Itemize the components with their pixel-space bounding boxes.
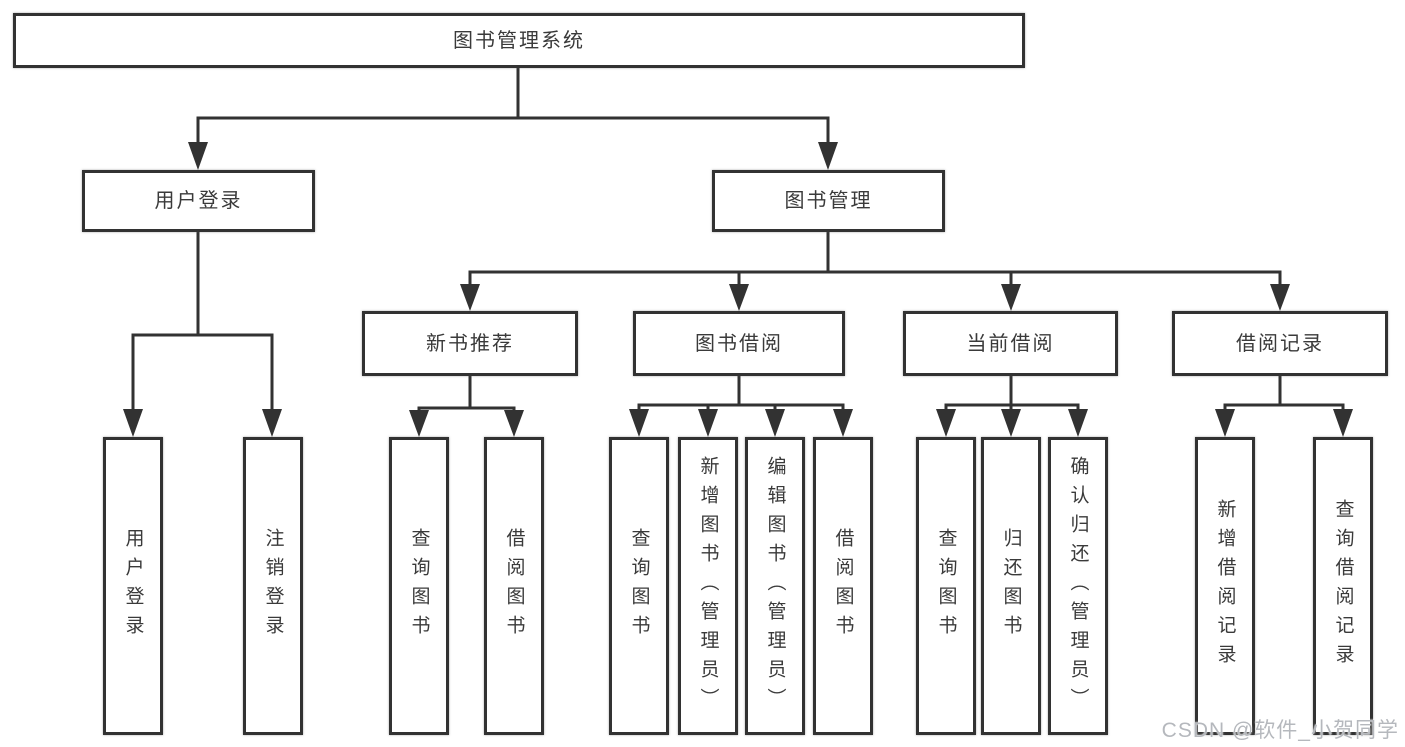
- node-leaf-bb-edit-books-admin: 编辑图书（管理员）: [745, 437, 805, 735]
- edge-current-to-leaves: [944, 376, 1080, 410]
- arrowhead: [729, 284, 749, 311]
- arrowhead: [698, 409, 718, 437]
- node-leaf-cb-query-books: 查询图书: [916, 437, 976, 735]
- node-leaf-bb-query-books: 查询图书: [609, 437, 669, 735]
- arrowhead: [1068, 409, 1088, 437]
- node-label: 借阅图书: [832, 528, 854, 644]
- node-root-system: 图书管理系统: [13, 13, 1025, 68]
- node-label: 借阅记录: [1236, 332, 1324, 355]
- node-current-borrowing: 当前借阅: [903, 311, 1118, 376]
- node-leaf-nbr-query-books: 查询图书: [389, 437, 449, 735]
- node-label: 查询图书: [935, 528, 957, 644]
- arrowhead: [1333, 409, 1353, 437]
- node-leaf-bb-borrow-books: 借阅图书: [813, 437, 873, 735]
- edge-userlogin-to-leaves: [131, 232, 274, 411]
- arrowhead: [765, 409, 785, 437]
- edge-records-to-leaves: [1223, 376, 1345, 410]
- node-leaf-logout: 注销登录: [243, 437, 303, 735]
- node-label: 查询图书: [408, 528, 430, 644]
- arrowhead: [1270, 284, 1290, 311]
- node-label: 图书管理: [784, 190, 873, 212]
- arrowhead: [409, 410, 429, 437]
- node-leaf-br-add-record: 新增借阅记录: [1195, 437, 1255, 735]
- node-leaf-cb-confirm-return-admin: 确认归还（管理员）: [1048, 437, 1108, 735]
- node-label: 图书管理系统: [453, 29, 585, 52]
- node-leaf-br-query-record: 查询借阅记录: [1313, 437, 1373, 735]
- arrowhead: [1001, 284, 1021, 311]
- node-borrow-records: 借阅记录: [1172, 311, 1388, 376]
- arrowhead: [460, 284, 480, 311]
- node-label: 用户登录: [154, 190, 243, 212]
- edge-root-to-level2: [196, 68, 830, 146]
- node-label: 用户登录: [122, 528, 144, 644]
- node-label: 查询借阅记录: [1332, 499, 1354, 673]
- csdn-watermark: CSDN @软件_小贺同学: [1161, 719, 1399, 742]
- node-label: 确认归还（管理员）: [1067, 455, 1089, 717]
- node-label: 当前借阅: [966, 332, 1055, 355]
- node-user-login: 用户登录: [82, 170, 315, 232]
- arrowhead: [818, 142, 838, 170]
- node-label: 新增图书（管理员）: [697, 455, 719, 717]
- edge-newbook-to-leaves: [417, 376, 516, 412]
- arrowhead: [504, 410, 524, 437]
- node-label: 新增借阅记录: [1214, 499, 1236, 673]
- node-book-borrowing: 图书借阅: [633, 311, 845, 376]
- node-leaf-nbr-borrow-books: 借阅图书: [484, 437, 544, 735]
- edge-bookmgmt-to-level3: [468, 232, 1282, 286]
- node-label: 编辑图书（管理员）: [764, 455, 786, 717]
- node-book-management: 图书管理: [712, 170, 945, 232]
- arrowhead: [1215, 409, 1235, 437]
- arrowhead: [188, 142, 208, 170]
- node-new-book-recommend: 新书推荐: [362, 311, 578, 376]
- arrowhead: [936, 409, 956, 437]
- node-label: 注销登录: [262, 528, 284, 644]
- node-leaf-user-login-action: 用户登录: [103, 437, 163, 735]
- node-label: 图书借阅: [695, 332, 783, 355]
- edge-borrow-to-leaves: [637, 376, 845, 410]
- arrowhead: [833, 409, 853, 437]
- arrowhead: [262, 409, 282, 437]
- node-label: 归还图书: [1000, 528, 1022, 644]
- node-leaf-cb-return-books: 归还图书: [981, 437, 1041, 735]
- node-label: 借阅图书: [503, 528, 525, 644]
- arrowhead: [629, 409, 649, 437]
- node-leaf-bb-add-books-admin: 新增图书（管理员）: [678, 437, 738, 735]
- arrowhead: [123, 409, 143, 437]
- node-label: 新书推荐: [426, 332, 514, 355]
- node-label: 查询图书: [628, 528, 650, 644]
- arrowhead: [1001, 409, 1021, 437]
